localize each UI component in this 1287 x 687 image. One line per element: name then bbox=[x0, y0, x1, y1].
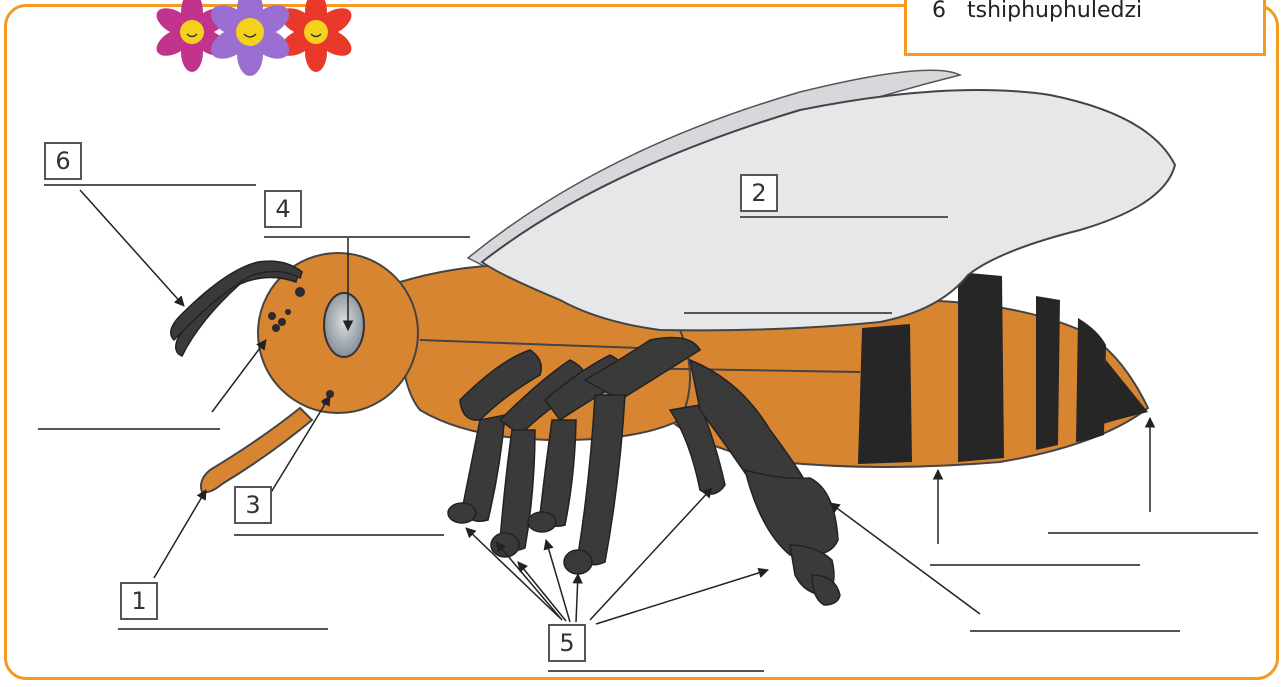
flower-icon bbox=[205, 0, 294, 76]
answer-line-6[interactable] bbox=[44, 184, 256, 186]
answer-line-abdomen[interactable] bbox=[930, 564, 1140, 566]
label-box-4: 4 bbox=[264, 190, 302, 228]
answer-line-hind-leg[interactable] bbox=[970, 630, 1180, 632]
answer-line-head[interactable] bbox=[38, 428, 220, 430]
label-box-5: 5 bbox=[548, 624, 586, 662]
bee-fore-wing bbox=[482, 90, 1175, 330]
label-box-6: 6 bbox=[44, 142, 82, 180]
answer-line-5[interactable] bbox=[548, 670, 764, 672]
answer-line-4[interactable] bbox=[264, 236, 470, 238]
answer-line-1[interactable] bbox=[118, 628, 328, 630]
answer-line-sting[interactable] bbox=[1048, 532, 1258, 534]
label-box-3: 3 bbox=[234, 486, 272, 524]
answer-line-2[interactable] bbox=[740, 216, 948, 218]
bee-proboscis bbox=[201, 408, 312, 492]
answer-line-wing[interactable] bbox=[684, 312, 892, 314]
label-box-2: 2 bbox=[740, 174, 778, 212]
label-box-1: 1 bbox=[120, 582, 158, 620]
answer-line-3[interactable] bbox=[234, 534, 444, 536]
